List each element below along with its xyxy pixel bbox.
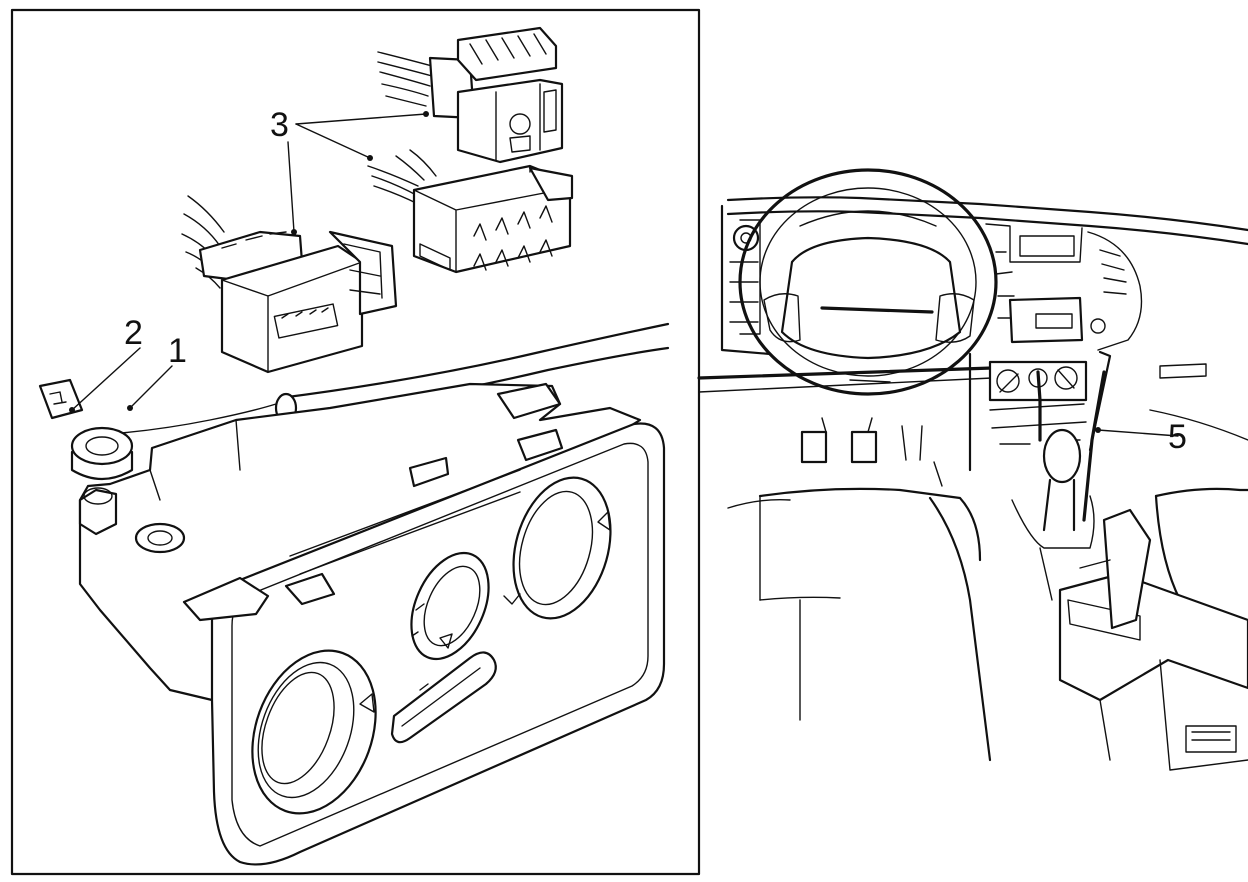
temperature-sensor <box>38 378 134 480</box>
climate-control-unit <box>78 382 666 866</box>
callout-1: 1 <box>168 332 187 370</box>
steering-wheel <box>738 168 998 396</box>
dashboard-overview <box>720 168 1248 771</box>
callout-5: 5 <box>1168 418 1187 456</box>
detail-pointer <box>697 366 994 393</box>
leader-lines <box>69 111 429 413</box>
callout-3: 3 <box>270 106 289 144</box>
connector-upper <box>377 26 564 164</box>
control-knobs <box>251 476 612 815</box>
callout-2: 2 <box>124 314 143 352</box>
detail-view-panel: 3 2 1 <box>10 8 701 876</box>
connector-right <box>367 149 574 274</box>
connector-left <box>181 195 398 374</box>
detail-frame <box>10 8 701 876</box>
